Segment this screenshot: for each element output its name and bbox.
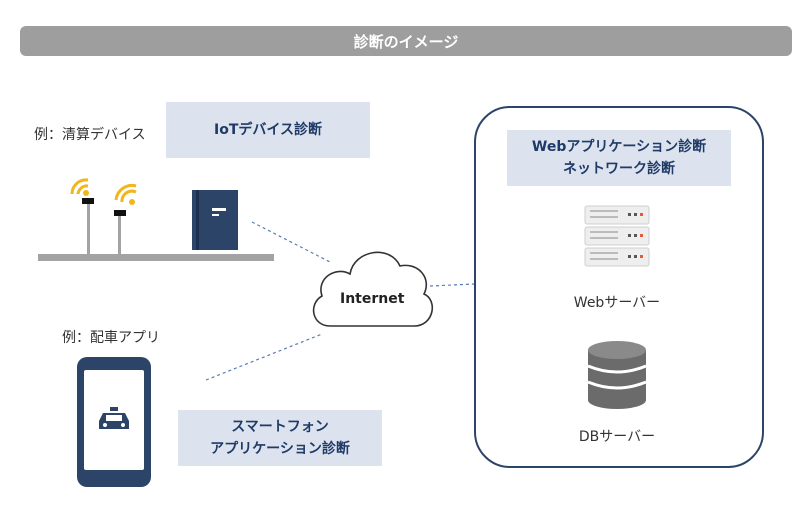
database-icon	[587, 341, 647, 409]
smartphone-to-internet-line	[205, 333, 323, 381]
smartphone-example-label: 例：配車アプリ	[62, 330, 160, 346]
iot-diagnosis-label: IoTデバイス診断	[166, 102, 370, 158]
taxi-icon	[99, 407, 129, 429]
smartphone-diagnosis-line2: アプリケーション診断	[210, 441, 350, 457]
web-network-diagnosis-label: Webアプリケーション診断 ネットワーク診断	[507, 130, 731, 186]
iot-to-internet-line	[251, 221, 331, 263]
iot-example-label: 例：清算デバイス	[34, 127, 146, 143]
web-server-icon	[584, 205, 650, 267]
web-diagnosis-line2: ネットワーク診断	[563, 161, 675, 177]
wifi-icon	[70, 178, 89, 196]
web-server-label: Webサーバー	[573, 295, 661, 311]
smartphone-diagnosis-label: スマートフォン アプリケーション診断	[178, 410, 382, 466]
internet-label: Internet	[340, 291, 405, 307]
iot-diagnosis-text: IoTデバイス診断	[214, 122, 322, 138]
diagram-title: 診断のイメージ	[353, 32, 459, 51]
payment-terminal-icon	[192, 190, 238, 250]
smartphone-diagnosis-line1: スマートフォン	[231, 419, 329, 435]
internet-to-server-line	[429, 283, 475, 287]
ground-bar	[38, 254, 274, 261]
cloud-icon	[312, 251, 434, 327]
web-diagnosis-line1: Webアプリケーション診断	[531, 139, 707, 155]
wifi-icon	[114, 184, 137, 205]
diagram-title-bar: 診断のイメージ	[20, 26, 792, 56]
iot-device-illustration	[38, 178, 274, 261]
db-server-label: DBサーバー	[578, 429, 656, 445]
